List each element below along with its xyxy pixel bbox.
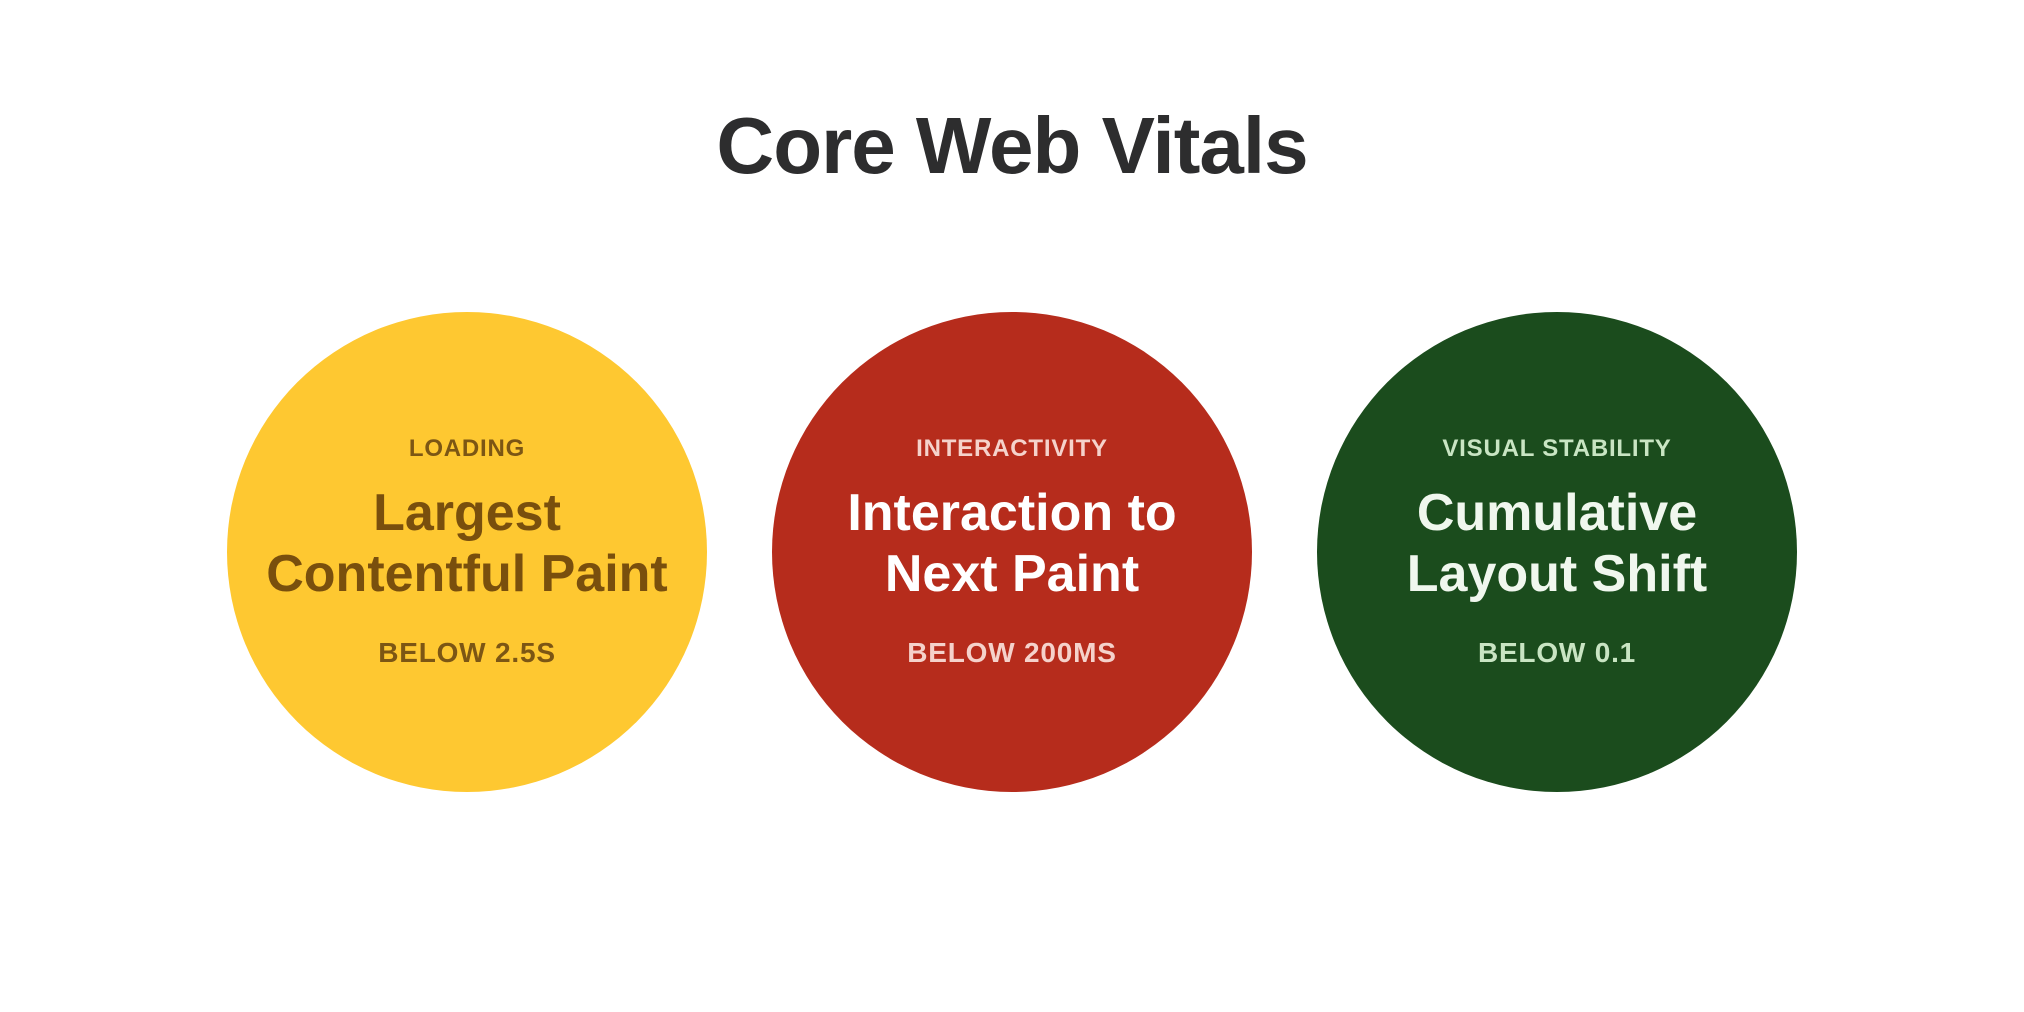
vital-metric-name: Largest Contentful Paint bbox=[266, 483, 668, 606]
vital-category-label: VISUAL STABILITY bbox=[1442, 434, 1672, 462]
vital-metric-name-line: Layout Shift bbox=[1406, 545, 1708, 603]
vital-category-label: LOADING bbox=[408, 434, 526, 462]
vital-metric-name-line: Largest bbox=[373, 483, 561, 542]
vital-metric-name: Cumulative Layout Shift bbox=[1407, 483, 1707, 606]
vital-circle-lcp: LOADING Largest Contentful Paint BELOW 2… bbox=[227, 312, 707, 792]
vital-metric-name-line: Cumulative bbox=[1416, 483, 1698, 542]
vital-metric-name: Interaction to Next Paint bbox=[847, 483, 1176, 606]
vital-metric-name-line: Contentful Paint bbox=[266, 545, 668, 603]
vital-threshold: BELOW 200MS bbox=[907, 637, 1117, 669]
vital-threshold: BELOW 0.1 bbox=[1477, 637, 1637, 669]
vital-metric-name-line: Next Paint bbox=[884, 545, 1140, 603]
page-title: Core Web Vitals bbox=[716, 101, 1308, 190]
vital-category-label: INTERACTIVITY bbox=[916, 434, 1108, 462]
vital-threshold: BELOW 2.5S bbox=[378, 637, 556, 669]
vitals-row: LOADING Largest Contentful Paint BELOW 2… bbox=[0, 312, 2024, 792]
vital-circle-inp: INTERACTIVITY Interaction to Next Paint … bbox=[772, 312, 1252, 792]
vital-circle-cls: VISUAL STABILITY Cumulative Layout Shift… bbox=[1317, 312, 1797, 792]
vital-metric-name-line: Interaction to bbox=[847, 483, 1177, 542]
